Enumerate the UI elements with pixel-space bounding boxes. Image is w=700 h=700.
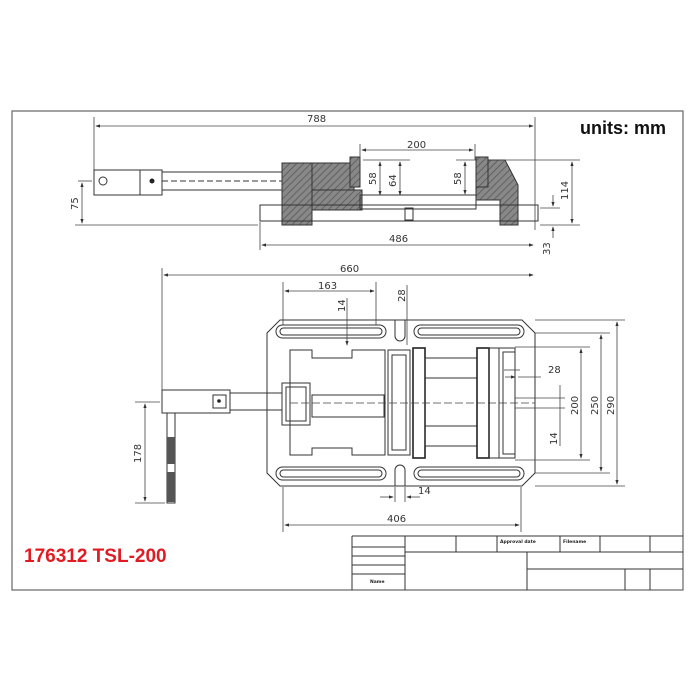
dim-jaw-depth: 64 <box>388 174 399 187</box>
dim-slot-spacing: 406 <box>387 514 406 525</box>
top-view: 660 <box>133 264 625 532</box>
dim-base-width: 290 <box>606 396 617 415</box>
name-label: Name <box>370 579 385 585</box>
side-view: 788 200 58 64 58 <box>70 114 580 255</box>
approval-date-label: Approval date <box>500 539 536 545</box>
dim-slot-width: 14 <box>337 299 348 312</box>
dim-base-length: 486 <box>389 234 408 245</box>
dim-top-overall-length: 660 <box>340 264 359 275</box>
dim-handle-height: 75 <box>70 197 81 210</box>
model-label: 176312 TSL-200 <box>24 546 167 567</box>
dim-total-height: 114 <box>560 181 571 200</box>
dim-jaw-opening: 200 <box>407 140 426 151</box>
dim-right-slot-width: 14 <box>549 432 560 445</box>
dim-handle-length: 178 <box>133 444 144 463</box>
drawing-frame <box>11 110 684 591</box>
dim-bottom-slot-width: 14 <box>418 486 431 497</box>
dim-jaw-width: 200 <box>570 396 581 415</box>
dim-body-width: 250 <box>590 396 601 415</box>
filename-label: Filename <box>563 539 586 545</box>
dim-overall-length: 788 <box>307 114 326 125</box>
dim-notch-width: 28 <box>397 289 408 302</box>
dim-jaw-height-right: 58 <box>453 172 464 185</box>
dim-slot-length: 163 <box>318 281 337 292</box>
units-label: units: mm <box>580 118 667 138</box>
title-block: Approval date Filename Name <box>351 535 683 590</box>
dim-base-height: 33 <box>542 242 553 255</box>
dim-jaw-height-left: 58 <box>368 172 379 185</box>
dim-right-notch-depth: 28 <box>548 365 561 376</box>
